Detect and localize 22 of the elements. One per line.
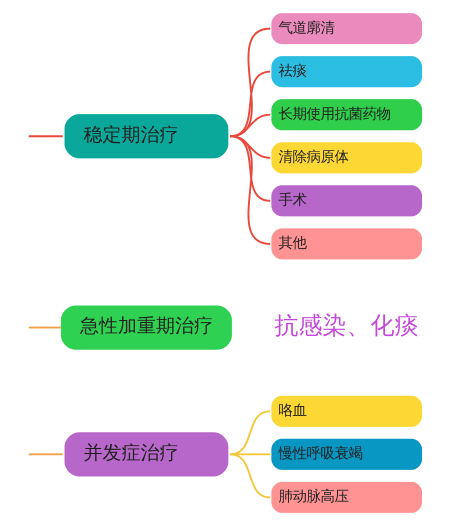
node-box: 急性加重期治疗 — [60, 305, 232, 350]
connector — [230, 410, 270, 456]
connector — [28, 135, 63, 138]
connector — [230, 135, 270, 245]
node-box: 并发症治疗 — [64, 432, 228, 476]
node-box: 其他 — [271, 228, 422, 260]
node-box: 咯血 — [271, 396, 422, 427]
connector — [28, 326, 61, 329]
connector — [230, 70, 270, 138]
node-box: 慢性呼吸衰竭 — [271, 438, 422, 470]
node-box: 肺动脉高压 — [271, 482, 422, 513]
node-box: 气道廓清 — [271, 13, 422, 44]
node-label: 抗感染、化痰 — [274, 312, 419, 340]
connector — [230, 453, 270, 498]
node-box: 祛痰 — [271, 56, 422, 88]
node-box: 稳定期治疗 — [64, 114, 228, 158]
node-box: 清除病原体 — [271, 142, 422, 174]
connector — [230, 28, 270, 138]
node-box: 长期使用抗菌药物 — [271, 99, 422, 130]
connector — [230, 114, 270, 138]
node-box: 手术 — [271, 185, 422, 216]
connector — [28, 453, 63, 456]
